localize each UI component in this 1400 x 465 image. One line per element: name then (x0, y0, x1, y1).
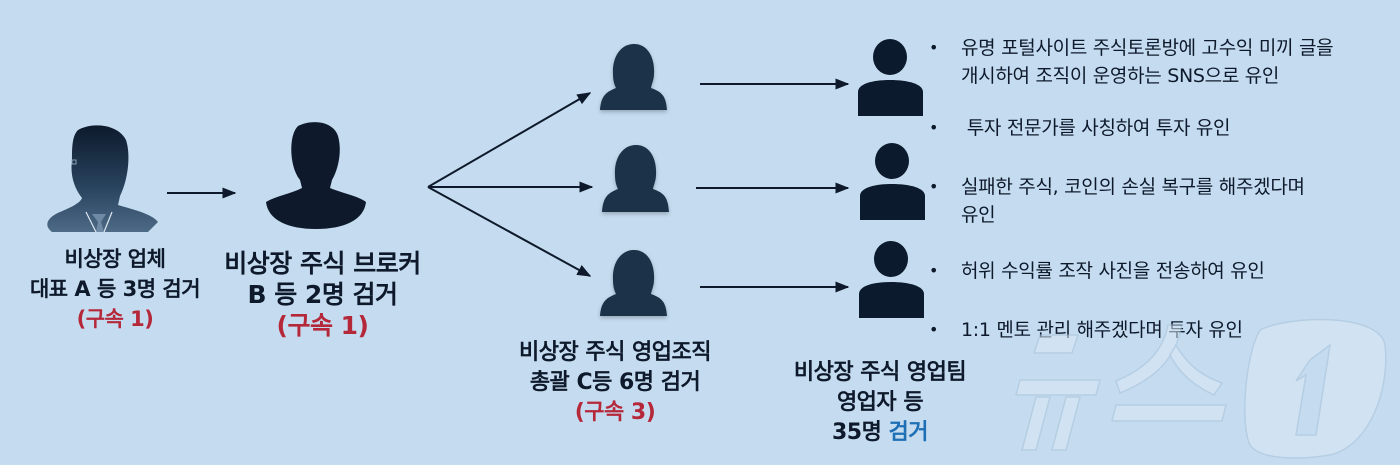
hooded-person-icon (600, 250, 667, 316)
list-item: • 실패한 주식, 코인의 손실 복구를 해주겠다며 유인 (925, 173, 1395, 229)
arrows-c-to-d (696, 78, 850, 293)
bullet-icon: • (929, 177, 939, 196)
businessman-silhouette-icon (47, 125, 158, 233)
node-c-line2: 총괄 C등 6명 검거 (529, 370, 701, 395)
user-icon (859, 241, 924, 318)
node-d-count: 35명 (832, 420, 889, 445)
node-c-label: 비상장 주식 영업조직 총괄 C등 6명 검거 (구속 3) (480, 338, 750, 428)
node-a-detention: (구속 1) (76, 307, 154, 331)
hooded-person-icon (602, 145, 669, 212)
node-c-line1: 비상장 주식 영업조직 (519, 340, 711, 365)
node-d-arrest-highlight: 검거 (888, 420, 929, 445)
node-b-detention: (구속 1) (276, 311, 369, 340)
node-a-label: 비상장 업체 대표 A 등 3명 검거 (구속 1) (10, 244, 220, 334)
node-b-label: 비상장 주식 브로커 B 등 2명 검거 (구속 1) (200, 248, 445, 341)
bullet-icon: • (929, 320, 939, 339)
node-c-detention: (구속 3) (574, 400, 656, 425)
node-d-line1: 비상장 주식 영업팀 (793, 360, 967, 385)
node-a-line2: 대표 A 등 3명 검거 (29, 277, 201, 301)
bullet-icon: • (929, 38, 939, 57)
list-item: • 투자 전문가를 사칭하여 투자 유인 (925, 114, 1395, 142)
list-item: • 유명 포털사이트 주식토론방에 고수익 미끼 글을 개시하여 조직이 운영하… (925, 34, 1395, 90)
node-b-line2: B 등 2명 검거 (247, 280, 398, 309)
node-b-line1: 비상장 주식 브로커 (224, 249, 421, 278)
fan-arrows (427, 92, 594, 277)
person-silhouette-icon (266, 122, 366, 229)
node-a-line1: 비상장 업체 (64, 247, 166, 271)
bullet-icon: • (929, 261, 939, 280)
node-d-line2: 영업자 등 (836, 390, 924, 415)
node-d-line3: 35명 검거 (770, 418, 990, 448)
hooded-person-icon (600, 44, 667, 110)
bullet-icon: • (929, 118, 939, 137)
user-icon (858, 39, 923, 116)
user-icon (860, 143, 925, 220)
news1-logo-icon (1015, 318, 1387, 459)
list-item: • 허위 수익률 조작 사진을 전송하여 유인 (925, 257, 1395, 285)
node-d-label: 비상장 주식 영업팀 영업자 등 35명 검거 (770, 358, 990, 448)
